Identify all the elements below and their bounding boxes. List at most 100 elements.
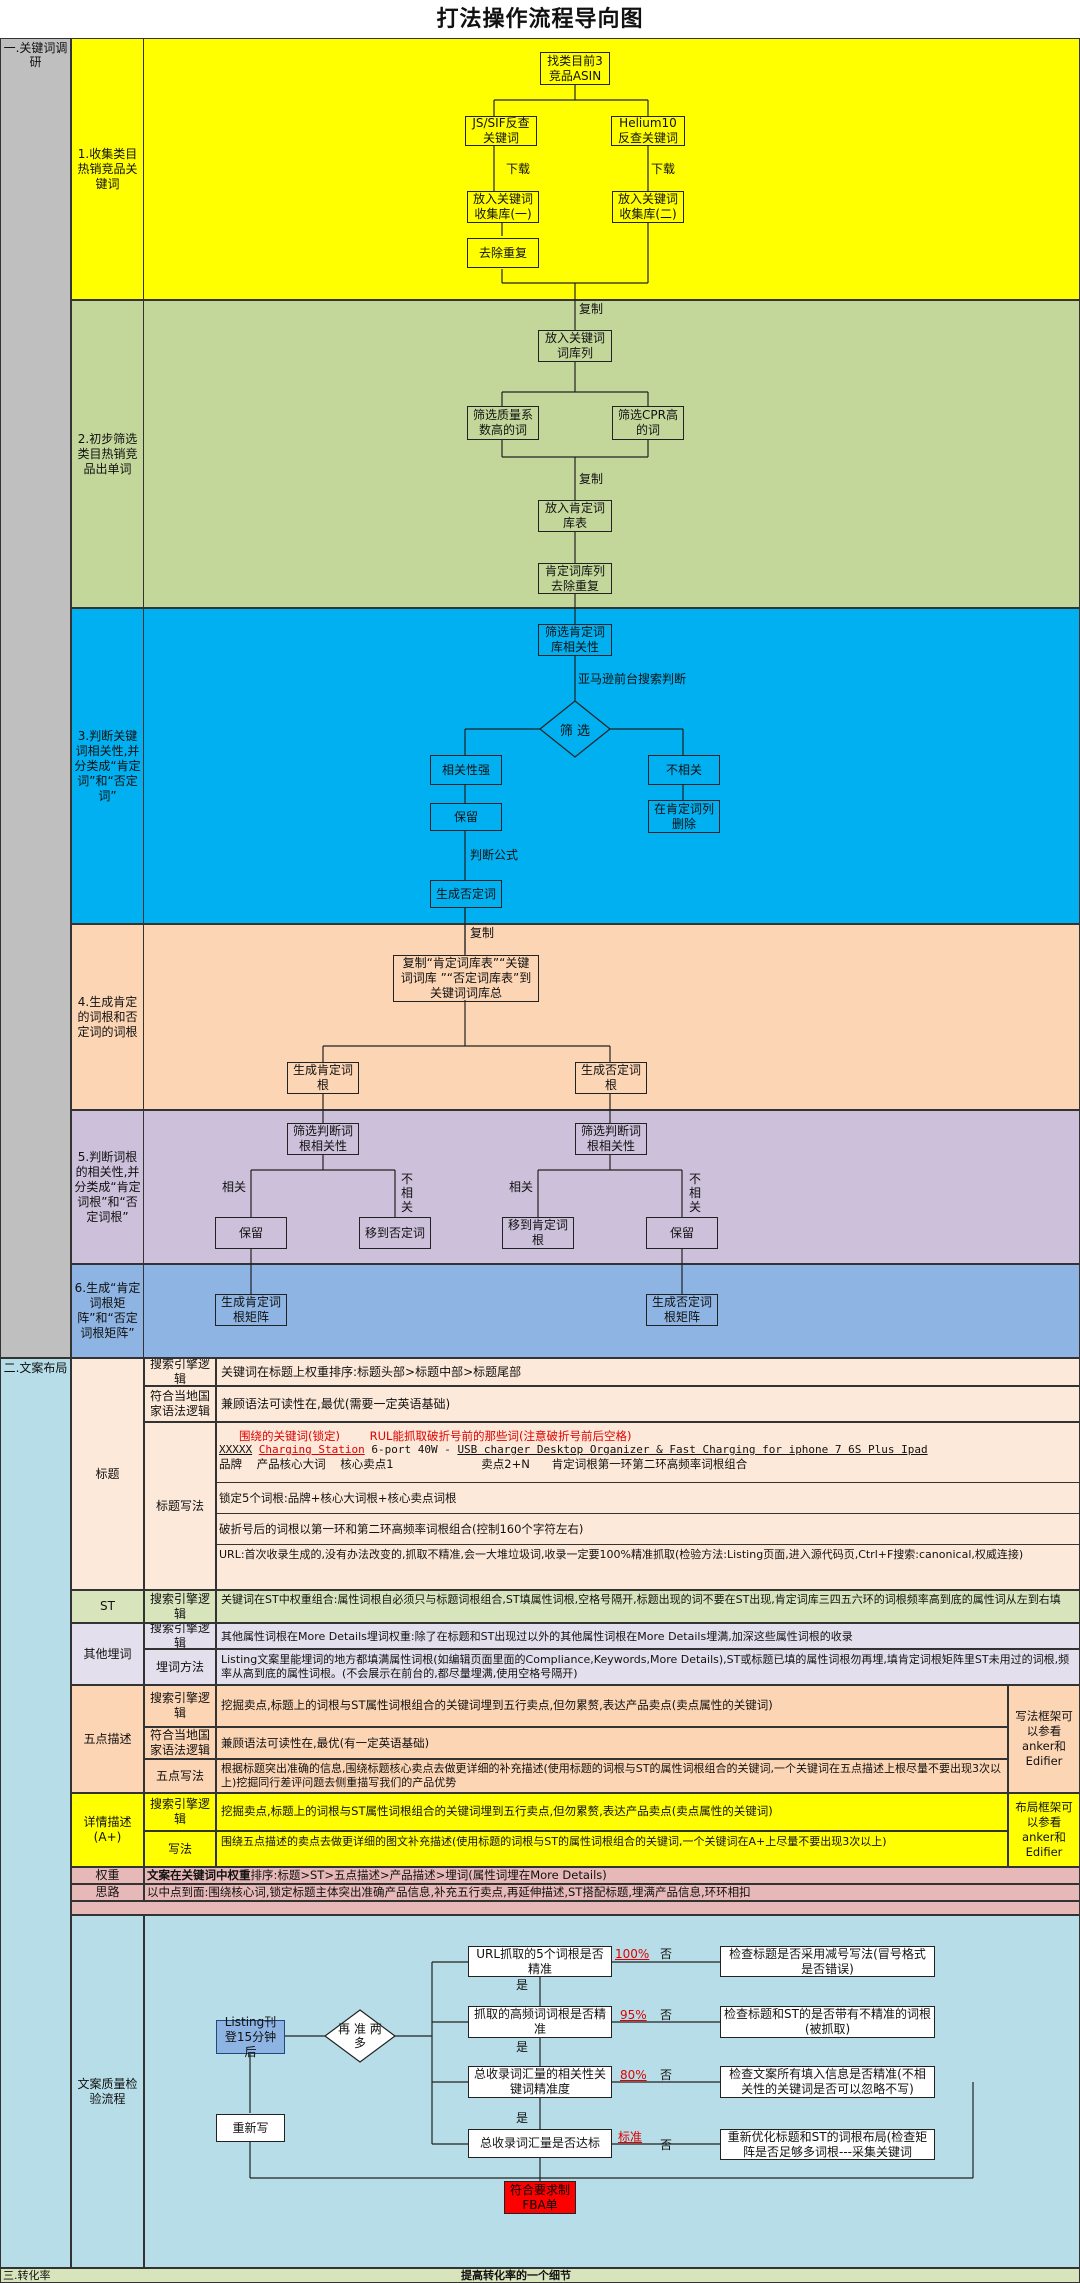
label-copy-3: 复制 bbox=[470, 926, 495, 940]
section-3-label: 三.转化率 bbox=[3, 2269, 51, 2282]
qa-diamond: 再 准 两 多 bbox=[338, 2022, 382, 2050]
box-pos-table: 放入肯定词库表 bbox=[538, 500, 612, 532]
weight-text: 排序:标题>ST>五点描述>产品描述>埋词(属性词埋在More Details) bbox=[250, 1868, 607, 1882]
qa-final-box: 符合要求制FBA单 bbox=[504, 2181, 576, 2214]
box-gen-pos-root: 生成肯定词根 bbox=[287, 1062, 359, 1094]
five-r2-label: 符合当地国家语法逻辑 bbox=[144, 1727, 216, 1759]
detail-side-note: 布局框架可以参看anker和Edifier bbox=[1008, 1793, 1080, 1867]
idea-text: 以中点到面:围绕核心词,锁定标题主体突出准确产品信息,补充五行卖点,再延伸描述,… bbox=[144, 1884, 1080, 1901]
title-r2-label: 符合当地国家语法逻辑 bbox=[144, 1386, 216, 1422]
st-label: ST bbox=[71, 1590, 144, 1623]
qa-q1-box: URL抓取的5个词根是否精准 bbox=[468, 1946, 612, 1977]
label-amazon: 亚马逊前台搜索判断 bbox=[578, 672, 687, 686]
five-r3-label: 五点写法 bbox=[144, 1759, 216, 1793]
box-gen-neg: 生成否定词 bbox=[430, 880, 502, 908]
qa-area bbox=[144, 1915, 1080, 2268]
detail-r2-text: 围绕五点描述的卖点去做更详细的图文补充描述(使用标题的词根与ST的属性词根组合的… bbox=[216, 1831, 1008, 1867]
box-keyword-col: 放入关键词词库列 bbox=[538, 330, 612, 362]
box-keep-2: 保留 bbox=[215, 1217, 287, 1249]
qa-p4: 标准 bbox=[618, 2130, 643, 2144]
box-filter-rel: 筛选肯定词库相关性 bbox=[538, 624, 612, 656]
st-text: 关键词在ST中权重组合:属性词根自必须只与标题词根组合,ST填属性词根,空格号隔… bbox=[216, 1590, 1080, 1623]
section-3-row: 三.转化率 提高转化率的一个细节 bbox=[0, 2268, 1080, 2283]
spacer-row bbox=[71, 1901, 1080, 1915]
stage-5-label: 5.判断词根的相关性,并分类成“肯定词根”和“否定词根” bbox=[71, 1110, 144, 1264]
label-relevant-b: 相关 bbox=[509, 1180, 534, 1194]
title-example-notes: 围绕的关键词(锁定) RUL能抓取破折号前的那些词(注意破折号前后空格) bbox=[217, 1423, 1079, 1443]
box-helium: Helium10反查关键词 bbox=[611, 116, 685, 146]
other-r2-text: Listing文案里能埋词的地方都填满属性词根(如编辑页面里面的Complian… bbox=[216, 1649, 1080, 1685]
title-note-url: RUL能抓取破折号前的那些词(注意破折号前后空格) bbox=[369, 1429, 632, 1443]
box-delete: 在肯定词列删除 bbox=[648, 800, 720, 833]
box-find-asin: 找类目前3竞品ASIN bbox=[540, 52, 610, 85]
box-move-neg: 移到否定词 bbox=[359, 1217, 431, 1249]
stage-4-label: 4.生成肯定的词根和否定词的词根 bbox=[71, 924, 144, 1110]
qa-yes2: 是 bbox=[516, 2040, 529, 2054]
box-cpr: 筛选CPR高的词 bbox=[612, 406, 684, 440]
stage-3-label: 3.判断关键词相关性,并分类成“肯定词”和“否定词” bbox=[71, 608, 144, 924]
title-example-legend: 品牌 产品核心大词 核心卖点1 卖点2+N 肯定词根第一环第二环高频率词根组合 bbox=[217, 1457, 1079, 1483]
box-pos-matrix: 生成肯定词根矩阵 bbox=[215, 1294, 287, 1326]
box-filter-root-2: 筛选判断词根相关性 bbox=[575, 1123, 647, 1155]
title-example-point: 6-port 40W - bbox=[371, 1443, 458, 1456]
stage-6-band bbox=[71, 1264, 1080, 1358]
idea-label: 思路 bbox=[71, 1884, 144, 1901]
detail-label: 详情描述(A+) bbox=[71, 1793, 144, 1867]
title-dash-line: 破折号后的词根以第一环和第二环高频率词根组合(控制160个字符左右) bbox=[217, 1514, 1079, 1545]
qa-yes1: 是 bbox=[516, 1978, 529, 1992]
box-gen-neg-root: 生成否定词根 bbox=[575, 1062, 647, 1094]
title-lock-line: 锁定5个词根:品牌+核心大词根+核心卖点词根 bbox=[217, 1483, 1079, 1514]
section-1-label: 一.关键词调研 bbox=[3, 41, 68, 69]
qa-no2: 否 bbox=[660, 2008, 673, 2022]
box-move-pos: 移到肯定词根 bbox=[502, 1217, 574, 1249]
label-irrelevant-b: 不相关 bbox=[689, 1172, 702, 1214]
five-r3-text: 根据标题突出准确的信息,围绕标题核心卖点去做更详细的补充描述(使用标题的词根与S… bbox=[216, 1759, 1008, 1793]
qa-c4-box: 重新优化标题和ST的词根布局(检查矩阵是否足够多词根---采集关键词 bbox=[720, 2129, 935, 2160]
box-pos-dedupe: 肯定词库列去除重复 bbox=[538, 563, 612, 594]
stage-2-label: 2.初步筛选类目热销竞品出单词 bbox=[71, 300, 144, 608]
section-3-text: 提高转化率的一个细节 bbox=[461, 2269, 571, 2282]
title-r1-text: 关键词在标题上权重排序:标题头部>标题中部>标题尾部 bbox=[216, 1358, 1080, 1386]
other-r2-label: 埋词方法 bbox=[144, 1649, 216, 1685]
title-r3-label: 标题写法 bbox=[144, 1422, 216, 1590]
label-formula: 判断公式 bbox=[470, 848, 519, 862]
qa-listing-box: Listing刊登15分钟后 bbox=[216, 2015, 285, 2059]
five-label: 五点描述 bbox=[71, 1685, 144, 1793]
box-keep-3: 保留 bbox=[646, 1217, 718, 1249]
section-2-label-cell: 二.文案布局 bbox=[0, 1358, 71, 2268]
qa-label: 文案质量检验流程 bbox=[71, 1915, 144, 2268]
box-lib-1: 放入关键词收集库(一) bbox=[467, 191, 539, 223]
qa-q4-box: 总收录词汇量是否达标 bbox=[468, 2129, 612, 2158]
qa-p1: 100% bbox=[615, 1947, 650, 1961]
other-r1-text: 其他属性词根在More Details埋词权重:除了在标题和ST出现过以外的其他… bbox=[216, 1623, 1080, 1649]
diamond-screen: 筛 选 bbox=[559, 723, 591, 739]
qa-p3: 80% bbox=[620, 2068, 647, 2082]
weight-label: 权重 bbox=[71, 1867, 144, 1884]
stage-1-band bbox=[71, 38, 1080, 300]
qa-no3: 否 bbox=[660, 2068, 673, 2082]
detail-r1-text: 挖掘卖点,标题上的词根与ST属性词根组合的关键词埋到五行卖点,但勿累赘,表达产品… bbox=[216, 1793, 1008, 1831]
title-r2-text: 兼顾语法可读性在,最优(需要一定英语基础) bbox=[216, 1386, 1080, 1422]
weight-text-bold: 文案在关键词中权重 bbox=[147, 1868, 251, 1882]
qa-q3-box: 总收录词汇量的相关性关键词精准度 bbox=[468, 2066, 612, 2098]
st-sub-label: 搜索引擎逻辑 bbox=[144, 1590, 216, 1623]
five-r2-text: 兼顾语法可读性在,最优(有一定英语基础) bbox=[216, 1727, 1008, 1759]
label-copy-1: 复制 bbox=[579, 302, 604, 316]
five-side-note: 写法框架可以参看anker和Edifier bbox=[1008, 1685, 1080, 1793]
box-relevant: 相关性强 bbox=[430, 755, 502, 785]
box-keep-1: 保留 bbox=[430, 803, 502, 831]
label-download-2: 下载 bbox=[651, 162, 676, 176]
qa-q2-box: 抓取的高频词词根是否精准 bbox=[468, 2006, 612, 2038]
other-r1-label: 搜索引擎逻辑 bbox=[144, 1623, 216, 1649]
title-label: 标题 bbox=[71, 1358, 144, 1590]
box-dedupe: 去除重复 bbox=[467, 238, 539, 268]
label-relevant-a: 相关 bbox=[222, 1180, 247, 1194]
qa-c3-box: 检查文案所有填入信息是否精准(不相关性的关键词是否可以忽略不写) bbox=[720, 2066, 935, 2098]
detail-r1-label: 搜索引擎逻辑 bbox=[144, 1793, 216, 1831]
section-2-label: 二.文案布局 bbox=[3, 1361, 68, 1375]
stage-1-label: 1.收集类目热销竞品关键词 bbox=[71, 38, 144, 300]
title-note-lock: 围绕的关键词(锁定) bbox=[239, 1429, 340, 1443]
section-1-label-cell: 一.关键词调研 bbox=[0, 38, 71, 1358]
qa-rewrite-box: 重新写 bbox=[216, 2114, 285, 2142]
qa-no4: 否 bbox=[660, 2138, 673, 2152]
